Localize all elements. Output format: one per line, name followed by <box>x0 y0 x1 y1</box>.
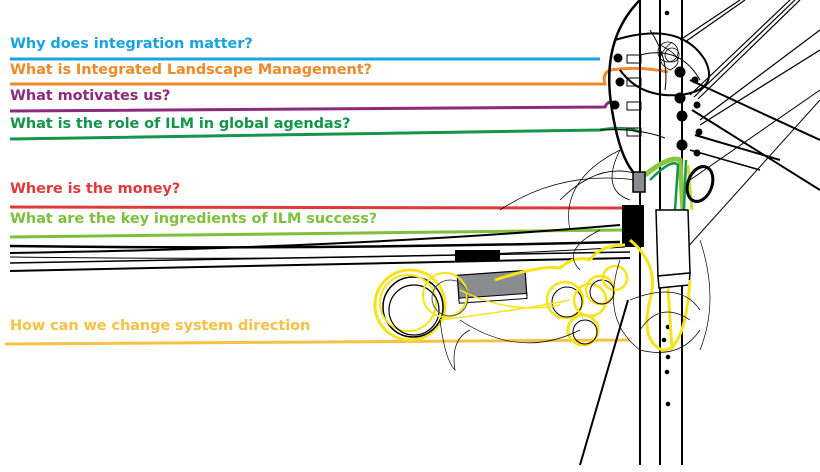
green-cables <box>643 156 694 211</box>
question-what-is-ilm[interactable]: What is Integrated Landscape Management? <box>10 62 372 78</box>
wire-q7 <box>4 338 631 346</box>
cable-coil-small <box>685 165 715 203</box>
question-role-in-global-agendas[interactable]: What is the role of ILM in global agenda… <box>10 116 351 132</box>
thin-tangles <box>439 149 711 372</box>
wire-q6 <box>9 228 623 239</box>
question-why-integration[interactable]: Why does integration matter? <box>10 36 253 52</box>
wire-q5 <box>9 205 623 210</box>
question-key-ingredients[interactable]: What are the key ingredients of ILM succ… <box>10 211 378 227</box>
black-junction-box <box>622 205 644 247</box>
yellow-coils <box>373 238 692 352</box>
question-where-money[interactable]: Where is the money? <box>10 181 181 197</box>
small-junction-box <box>632 171 646 193</box>
question-what-motivates[interactable]: What motivates us? <box>10 88 171 104</box>
pole-cabinet <box>655 209 691 289</box>
cable-tangle <box>499 0 820 251</box>
question-change-system-direction[interactable]: How can we change system direction <box>10 318 311 334</box>
grey-device-box <box>456 269 528 304</box>
black-cables <box>9 224 631 272</box>
black-bar-device <box>455 250 500 261</box>
